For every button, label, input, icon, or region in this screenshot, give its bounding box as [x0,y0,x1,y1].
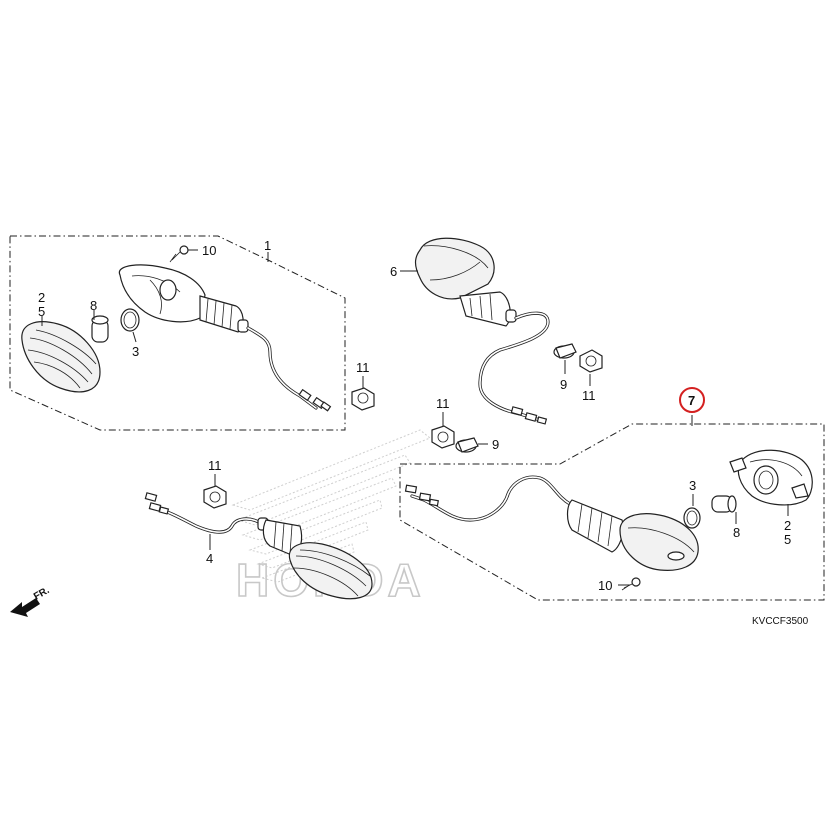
nut-top [579,349,603,386]
callout-2-left[interactable]: 2 [38,290,45,305]
connector-left [298,388,332,412]
callout-11-top[interactable]: 11 [582,388,596,403]
callout-10-right[interactable]: 10 [598,578,612,593]
callout-5-right[interactable]: 5 [784,532,791,547]
washer-center [455,437,488,453]
screw-left [169,245,198,263]
callout-5-left[interactable]: 5 [38,304,45,319]
callout-10-left[interactable]: 10 [202,243,216,258]
front-arrow-icon [10,598,40,617]
housing-right [729,449,813,516]
callout-9-center[interactable]: 9 [492,437,499,452]
wire-bottom-left [154,506,264,534]
nut-center [431,412,455,449]
assembly-bottom-left [144,474,373,600]
gasket-left [120,308,140,343]
callout-8-left[interactable]: 8 [90,298,97,313]
highlight-ring[interactable] [679,387,705,413]
connector-top [510,406,548,425]
connector-bottom-left [144,492,170,515]
callout-7[interactable]: 7 [688,393,695,408]
wire-top [478,311,550,422]
lens-left [21,321,101,393]
callout-2-right[interactable]: 2 [784,518,791,533]
callout-11-left[interactable]: 11 [356,360,370,375]
gasket-right [683,494,701,529]
callout-3-left[interactable]: 3 [132,344,139,359]
nut-left [351,376,375,411]
screw-right [618,577,641,591]
nut-bottom-left [203,474,227,509]
callout-4[interactable]: 4 [206,551,213,566]
front-label: FR. [32,585,52,603]
callout-8-right[interactable]: 8 [733,525,740,540]
washer-top [553,343,577,374]
callout-1[interactable]: 1 [264,238,271,253]
bulb-right [711,495,737,524]
diagram-code: KVCCF3500 [752,616,809,627]
connector-right [404,484,439,507]
assembly-top-right [400,237,550,425]
callout-11-bottom-left[interactable]: 11 [208,458,222,473]
group-top-left [9,235,375,431]
bulb-left [91,310,109,343]
callout-11-center[interactable]: 11 [436,396,450,411]
callout-6[interactable]: 6 [390,264,397,279]
housing-left [118,264,249,333]
callout-3-right[interactable]: 3 [689,478,696,493]
callout-9-top[interactable]: 9 [560,377,567,392]
group-bottom-right [399,415,825,601]
front-indicator: FR. [10,585,52,617]
